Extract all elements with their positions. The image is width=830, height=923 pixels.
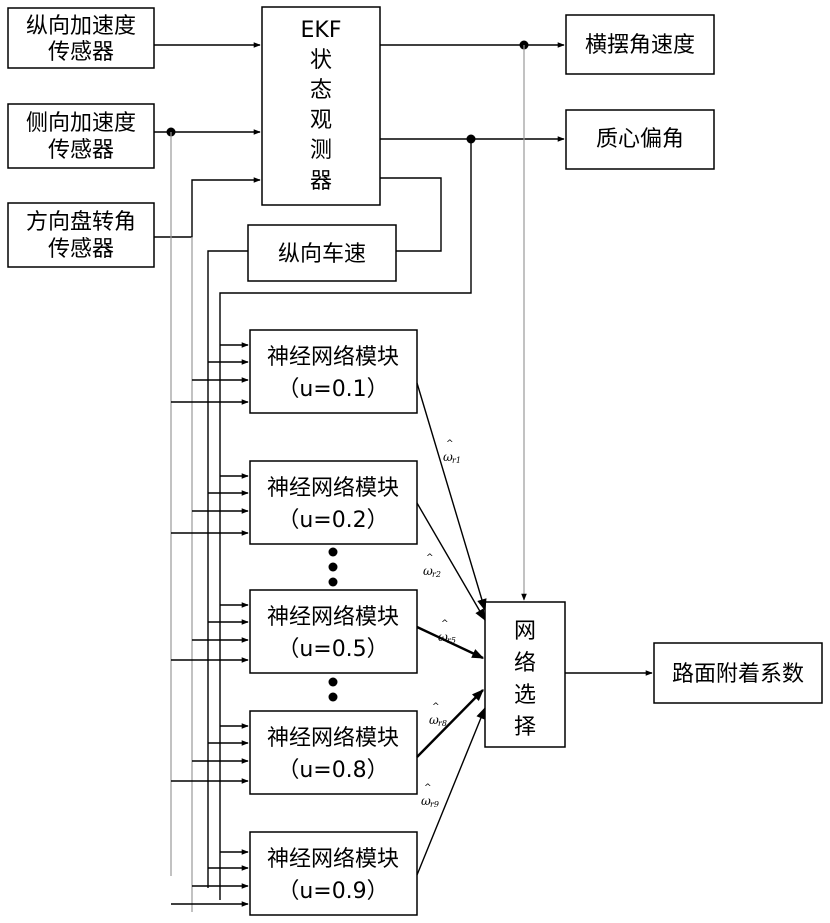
omega-r2-label: ^ ω r2 (423, 553, 441, 579)
lat-accel-label-2: 传感器 (48, 138, 114, 163)
yaw-rate-label: 横摆角速度 (585, 33, 695, 58)
nn-module-5-inputs (171, 852, 248, 904)
lat-accel-sensor-box: 侧向加速度 传感器 (8, 104, 154, 168)
long-accel-label-1: 纵向加速度 (26, 14, 136, 39)
nn-module-1-param: （u=0.1） (277, 377, 388, 402)
yaw-rate-box: 横摆角速度 (566, 15, 714, 74)
steer-label-2: 传感器 (48, 237, 114, 262)
ekf-label-3: 观 (310, 108, 332, 133)
svg-text:r1: r1 (452, 456, 461, 465)
svg-text:^: ^ (432, 702, 440, 712)
nn-module-2-param: （u=0.2） (277, 508, 388, 533)
long-accel-label-2: 传感器 (48, 40, 114, 65)
ekf-label-1: 状 (310, 48, 332, 73)
sideslip-box: 质心偏角 (566, 110, 714, 169)
nn-module-1-inputs (171, 345, 248, 402)
nn-module-5-param: （u=0.9） (277, 879, 388, 904)
svg-text:r9: r9 (430, 800, 439, 809)
nn-module-5: 神经网络模块 （u=0.9） (250, 832, 417, 915)
steer-to-ekf-arrow (154, 180, 260, 237)
ekf-observer-box: EKF 状 态 观 测 器 (262, 7, 380, 205)
svg-text:^: ^ (426, 553, 434, 563)
selector-label-2: 选 (514, 683, 536, 708)
selector-label-3: 择 (514, 715, 536, 740)
nn-module-1-title: 神经网络模块 (267, 345, 399, 370)
road-friction-box: 路面附着系数 (654, 643, 822, 703)
svg-text:r5: r5 (447, 636, 456, 645)
nn-module-2-title: 神经网络模块 (267, 476, 399, 501)
nn-module-2-inputs (171, 476, 248, 533)
long-speed-box: 纵向车速 (248, 225, 396, 281)
omega-r5-label: ^ ω r5 (438, 619, 456, 645)
nn-module-4-title: 神经网络模块 (267, 726, 399, 751)
selector-label-1: 络 (514, 651, 536, 676)
steer-label-1: 方向盘转角 (26, 210, 136, 235)
nn-module-2: 神经网络模块 （u=0.2） (250, 461, 417, 544)
ellipsis-dots-lower (329, 678, 338, 702)
road-friction-label: 路面附着系数 (672, 662, 804, 687)
long-speed-bus-line (208, 251, 248, 888)
long-accel-sensor-box: 纵向加速度 传感器 (8, 8, 154, 68)
omega-r8-label: ^ ω r8 (429, 702, 447, 728)
lat-accel-label-1: 侧向加速度 (26, 111, 136, 136)
ellipsis-dots-upper (329, 548, 338, 587)
nn-module-1: 神经网络模块 （u=0.1） (250, 330, 417, 413)
nn-module-4-inputs (171, 726, 248, 781)
network-selection-box: 网 络 选 择 (485, 602, 565, 747)
omega-r1-label: ^ ω r1 (443, 439, 461, 465)
ekf-label-0: EKF (301, 18, 342, 43)
nn-module-3-inputs (171, 605, 248, 660)
nn-module-5-title: 神经网络模块 (267, 847, 399, 872)
sideslip-label: 质心偏角 (596, 127, 684, 152)
nn-module-4: 神经网络模块 （u=0.8） (250, 711, 417, 794)
nn-module-3-title: 神经网络模块 (267, 605, 399, 630)
selector-label-0: 网 (514, 619, 536, 644)
omega-r9-label: ^ ω r9 (421, 783, 439, 809)
steer-sensor-box: 方向盘转角 传感器 (8, 203, 154, 267)
ekf-label-4: 测 (310, 138, 332, 163)
nn-module-3-param: （u=0.5） (277, 637, 388, 662)
nn-module-4-param: （u=0.8） (277, 758, 388, 783)
svg-text:^: ^ (441, 619, 449, 629)
ekf-label-2: 态 (310, 78, 332, 103)
nn-module-4-to-selector-arrow (417, 690, 483, 757)
svg-text:^: ^ (424, 783, 432, 793)
svg-text:r8: r8 (438, 719, 447, 728)
long-speed-label: 纵向车速 (278, 242, 366, 267)
svg-text:r2: r2 (432, 570, 441, 579)
nn-module-3: 神经网络模块 （u=0.5） (250, 590, 417, 673)
ekf-label-5: 器 (310, 169, 332, 194)
svg-text:^: ^ (446, 439, 454, 449)
